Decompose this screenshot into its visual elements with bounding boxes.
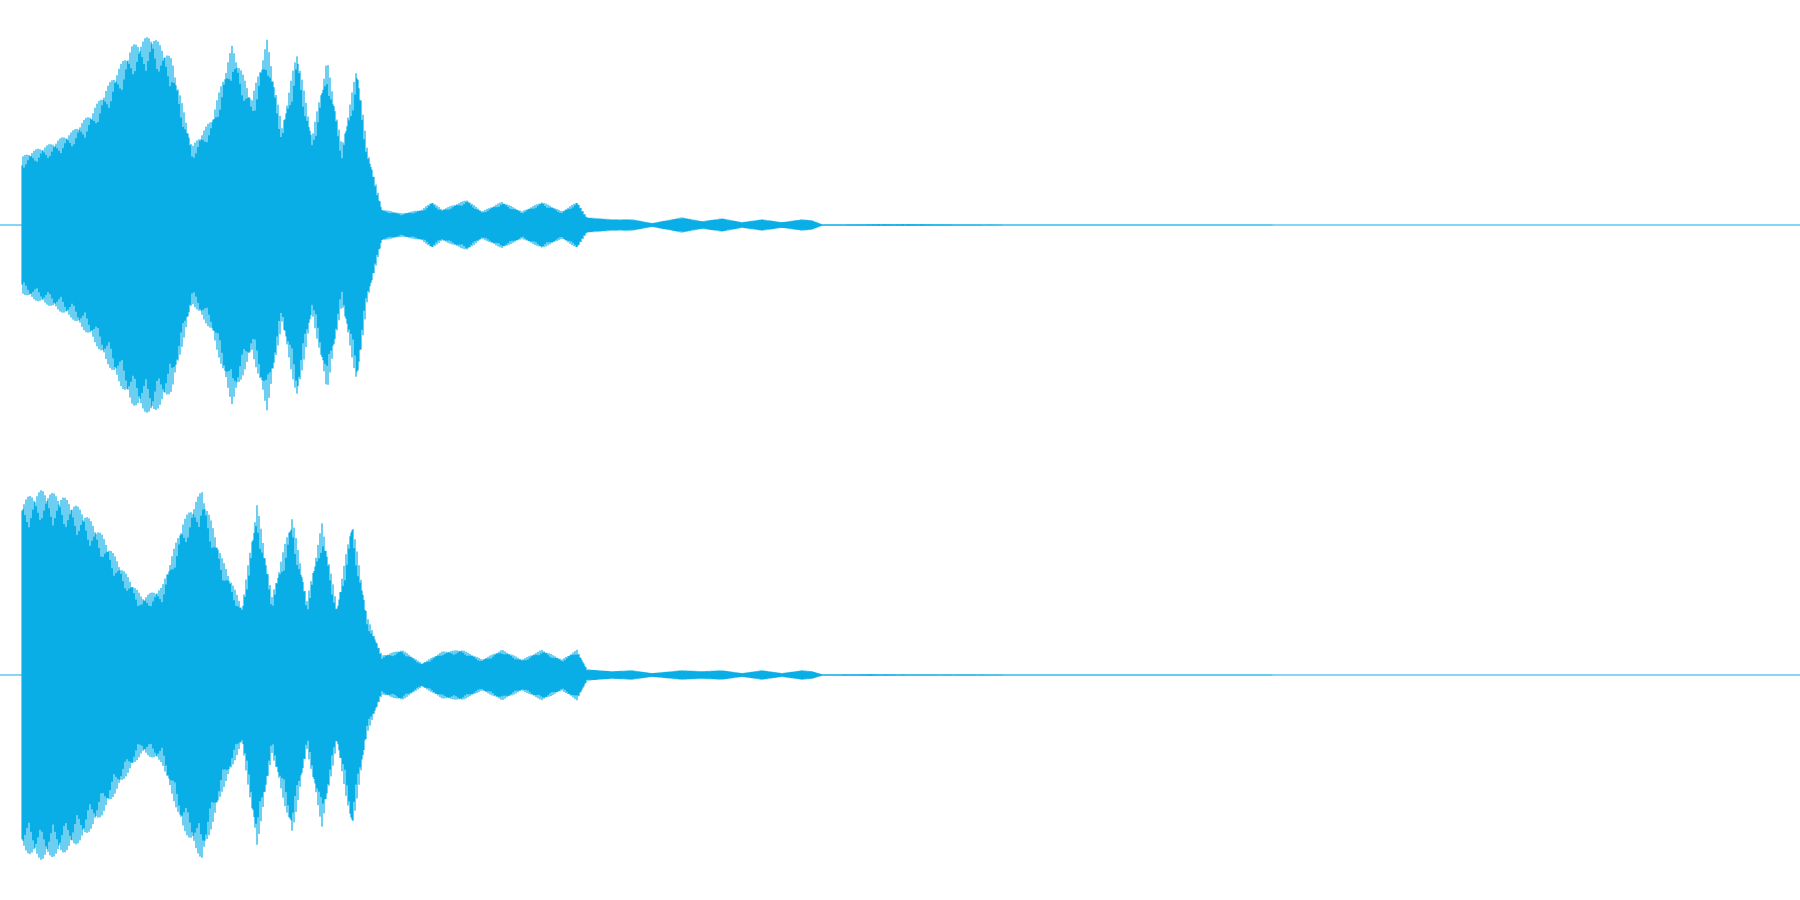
- waveform-signal: [21, 490, 1273, 860]
- waveform-channel-2: [0, 490, 1800, 860]
- waveform-signal: [21, 37, 1273, 413]
- waveform-channel-1: [0, 37, 1800, 413]
